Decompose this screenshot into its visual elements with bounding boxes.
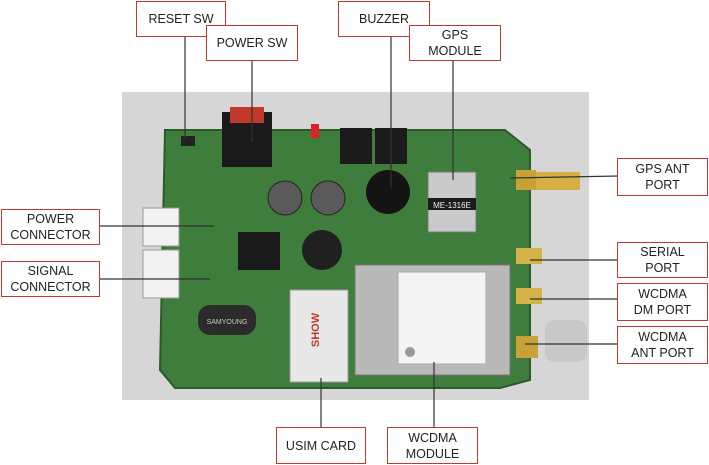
leader-lines [100,25,620,427]
gps-chip [428,198,476,210]
capacitor-2 [310,180,346,216]
callout-gps-module: GPS MODULE [409,25,501,61]
wcdma-antenna-knob [545,320,587,362]
callout-serial-port: SERIAL PORT [617,242,708,278]
gps-chip-text: ME-1316E [433,201,471,210]
large-capacitor [198,305,256,335]
callout-power-connector: POWER CONNECTOR [1,209,100,245]
usim-card-holder [289,289,349,383]
callout-wcdma-dm-port: WCDMA DM PORT [617,283,708,321]
wcdma-sma-connector [516,336,538,358]
sim-logo-text: SHOW [310,312,322,347]
callout-signal-connector: SIGNAL CONNECTOR [1,261,100,297]
inductor [302,230,342,270]
callout-power-sw: POWER SW [206,25,298,61]
leader-gps-ant-port [509,175,620,179]
gps-sma-connector [516,170,536,190]
voltage-regulator [238,232,280,270]
reset-switch [181,136,195,146]
serial-port-connector [516,248,542,264]
callout-wcdma-module: WCDMA MODULE [387,427,478,464]
callout-usim-card: USIM CARD [276,427,366,464]
callout-gps-ant-port: GPS ANT PORT [617,158,708,196]
capacitor-text: SAMYOUNG [207,319,248,326]
callout-reset-sw: RESET SW [136,1,226,37]
red-led [311,124,319,138]
wcdma-module-screw [405,347,415,357]
wcdma-dm-port-connector [516,288,542,304]
gps-antenna-barrel [536,172,580,190]
power-switch-rocker [230,107,264,123]
header-connector-1 [340,128,372,164]
signal-connector-housing [142,249,180,299]
buzzer-disc [366,170,410,214]
power-connector-housing [142,207,180,247]
capacitor-1 [267,180,303,216]
callout-wcdma-ant-port: WCDMA ANT PORT [617,326,708,364]
